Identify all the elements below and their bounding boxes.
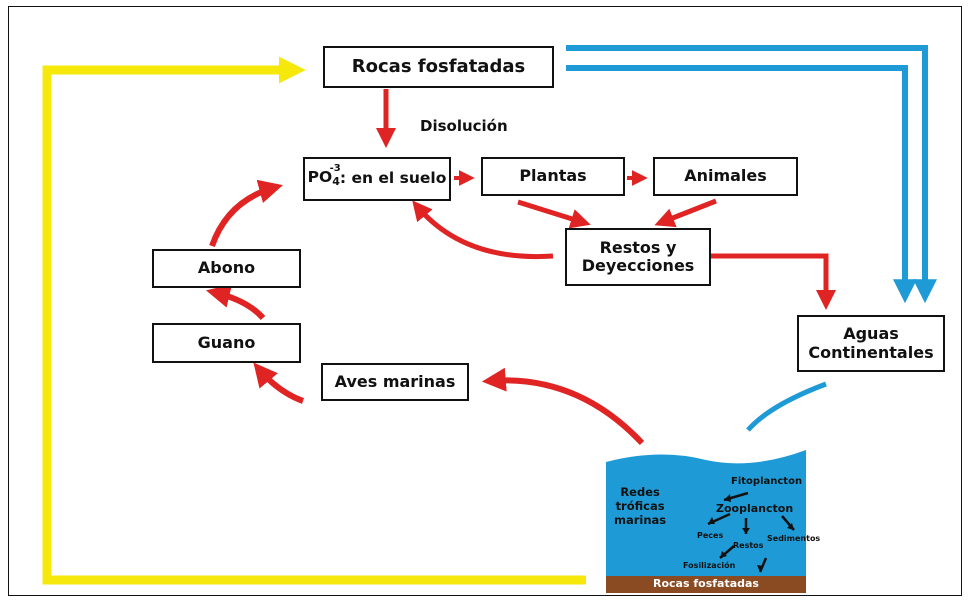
ocean-arrowhead-3 bbox=[742, 528, 750, 534]
box-rocas-fosfatadas: Rocas fosfatadas bbox=[323, 46, 554, 88]
ocean-sedimentos: Sedimentos bbox=[767, 534, 821, 543]
po4-rest: : en el suelo bbox=[339, 169, 447, 188]
box-abono-label: Abono bbox=[197, 258, 256, 278]
box-guano: Guano bbox=[152, 323, 301, 363]
box-abono: Abono bbox=[152, 249, 301, 288]
ocean-redes-l3: marinas bbox=[614, 512, 667, 527]
arrow-ocean-to-aves bbox=[481, 367, 645, 446]
ocean-arrowhead-6 bbox=[757, 565, 764, 572]
box-restos-deyecciones: Restos y Deyecciones bbox=[565, 228, 711, 286]
box-aguas-continentales: Aguas Continentales bbox=[797, 315, 945, 372]
arrow-aguas-to-ocean bbox=[746, 381, 827, 432]
arrow-restos-to-aguas bbox=[688, 253, 836, 310]
box-rocas-label: Rocas fosfatadas bbox=[351, 55, 526, 77]
ocean-redes-l1: Redes bbox=[620, 485, 660, 499]
arrow-restos-to-po4 bbox=[412, 200, 554, 260]
ocean-arrowhead-4 bbox=[787, 523, 794, 530]
arrow-aves-to-guano bbox=[253, 362, 305, 404]
ocean-fitoplancton: Fitoplancton bbox=[731, 476, 803, 487]
po4-formula: PO4-3 bbox=[307, 163, 341, 189]
arrow-rocas-to-aguas-outer bbox=[566, 45, 937, 304]
box-po4-suelo: PO4-3 : en el suelo bbox=[303, 157, 451, 201]
box-animales-label: Animales bbox=[684, 166, 767, 186]
ocean-sediment-band bbox=[606, 576, 806, 593]
po4-subscript: 4 bbox=[332, 175, 340, 189]
ocean-peces: Peces bbox=[697, 531, 724, 540]
label-disolucion: Disolución bbox=[420, 117, 508, 135]
ocean-arrowhead-2 bbox=[708, 517, 715, 524]
arrow-rocas-to-aguas-inner bbox=[566, 65, 917, 304]
box-guano-label: Guano bbox=[197, 332, 256, 352]
arrow-guano-to-abono bbox=[205, 284, 266, 321]
po4-prefix: PO bbox=[307, 168, 333, 187]
box-aves-label: Aves marinas bbox=[334, 371, 456, 391]
box-restos-line1: Restos y bbox=[599, 237, 677, 257]
arrow-sediment-to-rocas bbox=[42, 56, 586, 585]
ocean-restos: Restos bbox=[733, 541, 764, 550]
ocean-water bbox=[606, 450, 806, 576]
box-aguas-line1: Aguas bbox=[843, 324, 899, 344]
box-aguas-line2: Continentales bbox=[808, 342, 934, 362]
ocean-rocas-fosfatadas: Rocas fosfatadas bbox=[653, 577, 759, 590]
box-plantas: Plantas bbox=[481, 157, 625, 196]
po4-superscript: -3 bbox=[329, 163, 341, 175]
arrow-abono-to-po4 bbox=[209, 179, 283, 248]
ocean-arrowhead-5 bbox=[720, 551, 727, 558]
box-animales: Animales bbox=[653, 157, 798, 196]
ocean-arrowhead-1 bbox=[724, 494, 731, 502]
arrow-plantas-to-restos bbox=[517, 199, 591, 229]
ocean-redes-l2: tróficas bbox=[615, 498, 665, 513]
ocean-zooplancton: Zooplancton bbox=[716, 502, 794, 515]
box-plantas-label: Plantas bbox=[519, 166, 587, 186]
box-restos-line2: Deyecciones bbox=[581, 256, 695, 275]
arrow-animales-to-restos bbox=[654, 198, 717, 228]
box-aves-marinas: Aves marinas bbox=[321, 363, 469, 401]
ocean-redes-troficas: Redes tróficas marinas bbox=[614, 485, 667, 527]
ocean-fosilizacion: Fosilización bbox=[683, 561, 736, 570]
